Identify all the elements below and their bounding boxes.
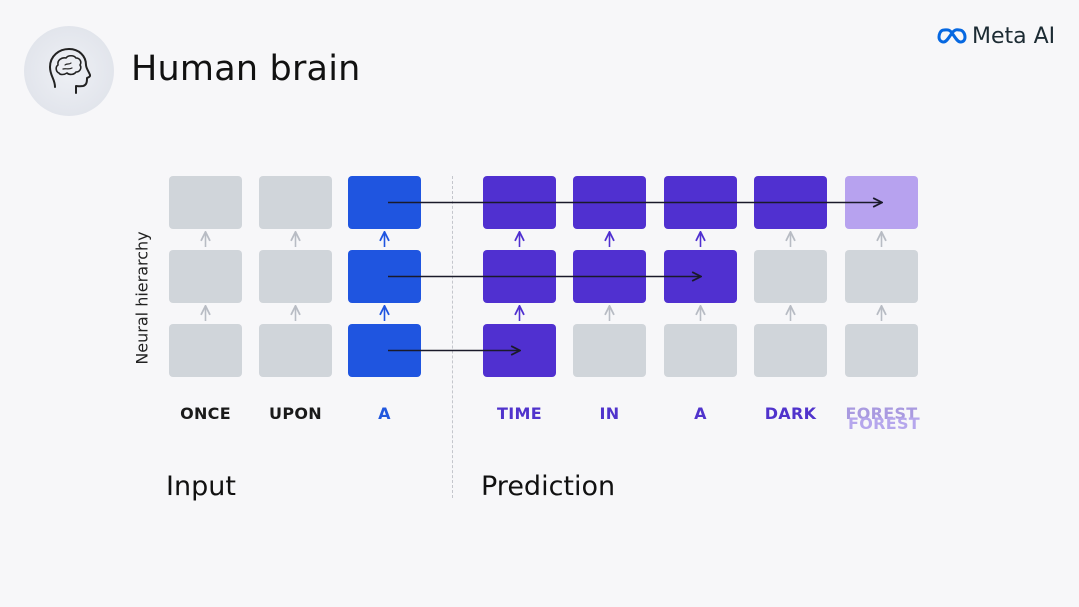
neuron-box-3-middle xyxy=(348,250,421,303)
neuron-box-5-middle xyxy=(573,250,646,303)
word-5: IN xyxy=(599,404,620,423)
word-6: A xyxy=(694,404,707,423)
neuron-box-4-middle xyxy=(483,250,556,303)
neuron-box-5-top xyxy=(573,176,646,229)
input-prediction-divider xyxy=(452,176,453,498)
brand-name: Meta AI xyxy=(972,23,1056,49)
neuron-box-6-top xyxy=(664,176,737,229)
input-section-label: Input xyxy=(166,471,236,502)
meta-infinity-icon xyxy=(937,28,967,44)
word-4: TIME xyxy=(497,404,542,423)
neuron-box-4-top xyxy=(483,176,556,229)
neuron-box-5-bottom xyxy=(573,324,646,377)
neuron-box-2-bottom xyxy=(259,324,332,377)
neuron-box-8-top xyxy=(845,176,918,229)
neuron-box-7-top xyxy=(754,176,827,229)
neuron-box-3-bottom xyxy=(348,324,421,377)
neuron-box-3-top xyxy=(348,176,421,229)
neuron-box-2-middle xyxy=(259,250,332,303)
neuron-box-6-middle xyxy=(664,250,737,303)
neuron-box-4-bottom xyxy=(483,324,556,377)
neuron-box-2-top xyxy=(259,176,332,229)
prediction-section-label: Prediction xyxy=(481,471,616,502)
neuron-box-1-top xyxy=(169,176,242,229)
neuron-box-1-middle xyxy=(169,250,242,303)
word-1: ONCE xyxy=(180,404,231,423)
word-7: DARK xyxy=(764,404,817,423)
neuron-box-6-bottom xyxy=(664,324,737,377)
neuron-box-7-middle xyxy=(754,250,827,303)
page-title: Human brain xyxy=(131,49,361,89)
ghost-word: FOREST xyxy=(847,414,921,433)
word-8: FOREST xyxy=(845,404,918,423)
neuron-box-8-middle xyxy=(845,250,918,303)
word-2: UPON xyxy=(269,404,322,423)
word-3: A xyxy=(378,404,391,423)
neuron-box-1-bottom xyxy=(169,324,242,377)
neuron-box-8-bottom xyxy=(845,324,918,377)
head-brain-icon xyxy=(49,48,92,94)
neuron-box-7-bottom xyxy=(754,324,827,377)
brand-logo: Meta AI xyxy=(937,22,1055,50)
avatar xyxy=(24,26,114,116)
y-axis-label: Neural hierarchy xyxy=(132,231,152,365)
